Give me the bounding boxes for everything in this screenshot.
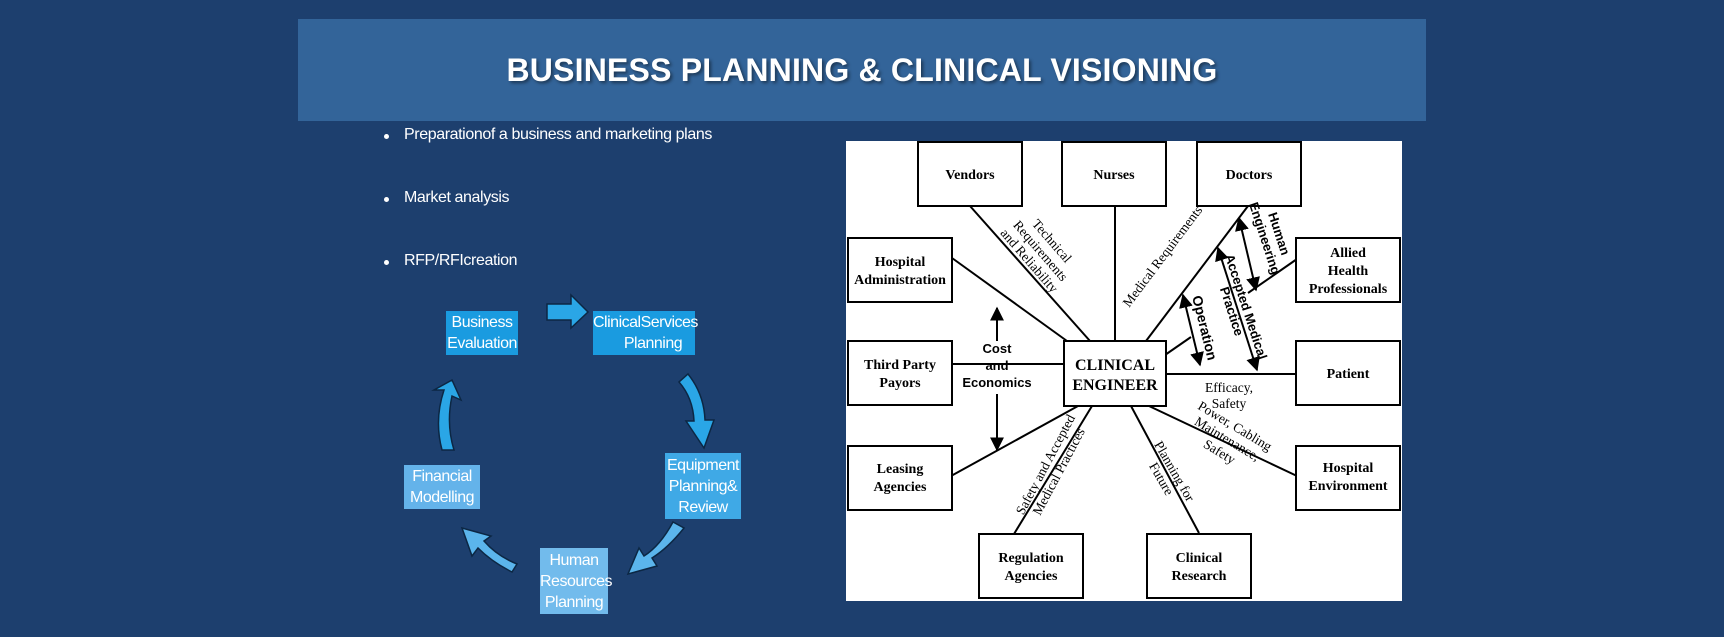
svg-text:Agencies: Agencies (1005, 569, 1058, 584)
label-efficacy-safety: Efficacy, Safety (1205, 380, 1253, 411)
label-medical-requirements: Medical Requirements (1120, 203, 1206, 310)
node-doctors: Doctors (1226, 168, 1273, 183)
svg-text:Agencies: Agencies (874, 480, 927, 495)
node-allied-health: Allied Health Professionals (1309, 246, 1388, 297)
svg-text:Hospital: Hospital (875, 255, 926, 270)
svg-text:Allied: Allied (1330, 246, 1366, 261)
svg-text:Leasing: Leasing (877, 462, 924, 477)
bullet-item: RFP/RFIcreation (384, 252, 712, 315)
label-planning-future: Planning for Future (1146, 438, 1198, 504)
node-hospital-administration: Hospital Administration (854, 255, 946, 288)
svg-text:Regulation: Regulation (998, 551, 1064, 566)
cycle-clinical-services-planning: ClinicalServices Planning (593, 311, 698, 355)
clinical-engineer-diagram: Vendors Nurses Doctors Hospital Administ… (846, 141, 1402, 601)
node-nurses: Nurses (1093, 168, 1135, 183)
svg-text:ENGINEER: ENGINEER (1072, 377, 1158, 394)
svg-text:Efficacy,: Efficacy, (1205, 380, 1253, 395)
svg-text:Payors: Payors (879, 376, 921, 391)
bullet-list: Preparationof a business and marketing p… (384, 126, 712, 315)
svg-text:Safety: Safety (1212, 396, 1247, 411)
svg-text:Environment: Environment (1308, 479, 1387, 494)
bullet-item: Market analysis (384, 189, 712, 252)
node-clinical-engineer: CLINICAL ENGINEER (1072, 357, 1158, 394)
svg-text:Administration: Administration (854, 273, 946, 288)
svg-text:Research: Research (1172, 569, 1227, 584)
label-cost-economics: Cost and Economics (962, 341, 1031, 390)
title-banner: BUSINESS PLANNING & CLINICAL VISIONING (298, 19, 1426, 121)
label-safety-accepted: Safety and Accepted Medical Practices (1013, 412, 1088, 518)
node-third-party-payors: Third Party Payors (864, 358, 936, 391)
node-clinical-research: Clinical Research (1172, 551, 1227, 584)
cycle-equipment-planning: Equipment Planning& Review (665, 453, 741, 519)
cycle-business-evaluation: Business Evaluation (446, 311, 518, 355)
node-leasing-agencies: Leasing Agencies (874, 462, 927, 495)
node-hospital-environment: Hospital Environment (1308, 461, 1387, 494)
svg-text:CLINICAL: CLINICAL (1075, 357, 1155, 374)
svg-text:Clinical: Clinical (1176, 551, 1223, 566)
svg-text:Health: Health (1328, 264, 1369, 279)
svg-text:Hospital: Hospital (1323, 461, 1374, 476)
cycle-arrow-top (546, 293, 590, 330)
node-vendors: Vendors (945, 168, 995, 183)
node-regulation-agencies: Regulation Agencies (998, 551, 1064, 584)
svg-text:Economics: Economics (962, 375, 1031, 390)
label-operation: Operation (1189, 294, 1221, 362)
cycle-arrow-left (431, 378, 463, 451)
node-patient: Patient (1327, 367, 1370, 382)
cycle-financial-modelling: Financial Modelling (404, 465, 480, 509)
svg-text:and: and (985, 358, 1008, 373)
svg-text:Third Party: Third Party (864, 358, 936, 373)
cycle-human-resources-planning: Human Resources Planning (540, 548, 612, 614)
cycle-arrow-lower-left (460, 526, 519, 573)
cycle-arrow-right (677, 372, 716, 450)
svg-text:Cost: Cost (983, 341, 1013, 356)
svg-text:Professionals: Professionals (1309, 282, 1388, 297)
bullet-item: Preparationof a business and marketing p… (384, 126, 712, 189)
cycle-arrow-lower-right (626, 520, 686, 576)
page-title: BUSINESS PLANNING & CLINICAL VISIONING (506, 51, 1218, 88)
